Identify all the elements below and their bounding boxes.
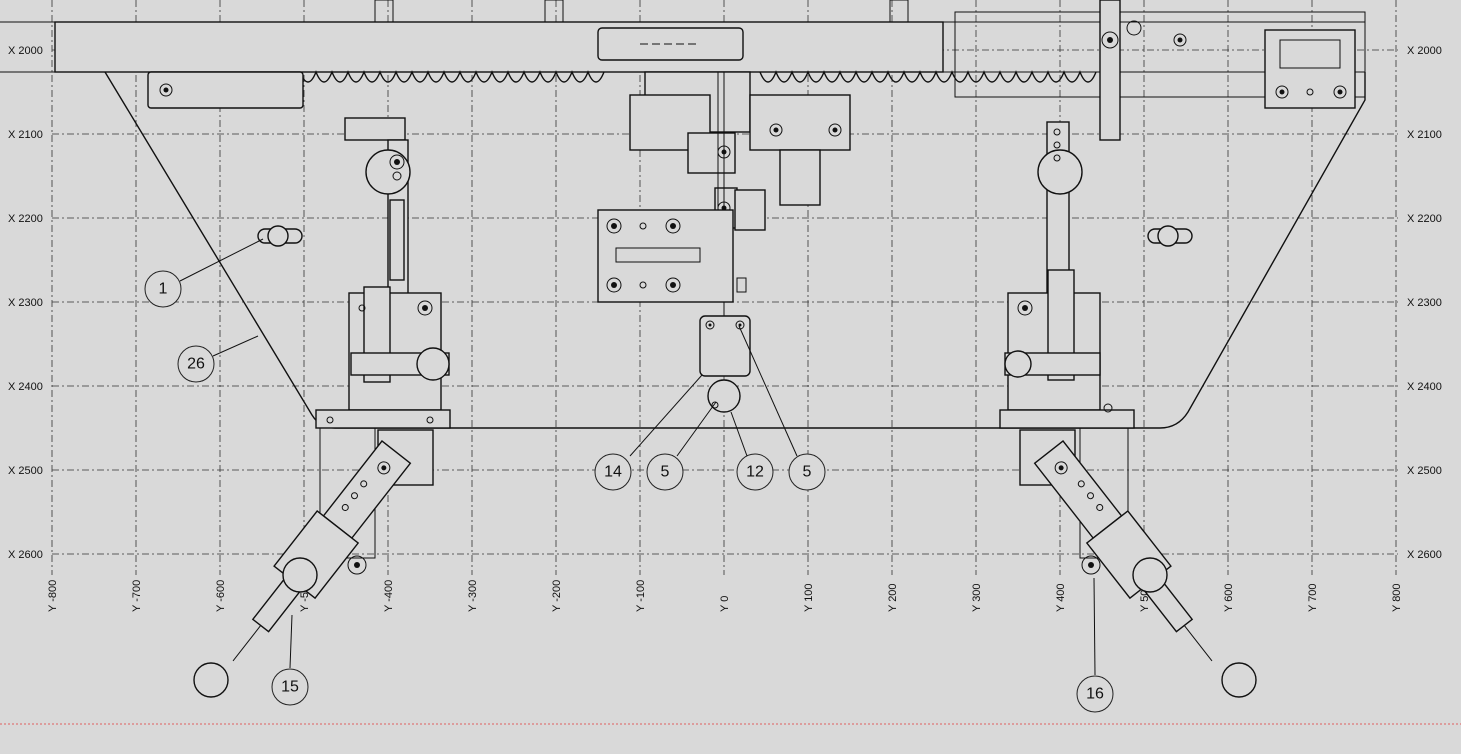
balloon-14: 14	[594, 453, 632, 491]
balloon-26: 26	[177, 345, 215, 383]
balloon-5-right: 5	[788, 453, 826, 491]
balloon-15: 15	[271, 668, 309, 706]
grid-label-y: Y -400	[383, 580, 395, 612]
grid-label-y: Y -100	[635, 580, 647, 612]
balloon-12: 12	[736, 453, 774, 491]
left-clamp-column	[315, 117, 451, 559]
slot-locators	[257, 225, 1193, 247]
grid-label-y: Y 400	[1055, 583, 1067, 612]
grid-label-x: X 2300	[1407, 297, 1442, 309]
right-toggle-clamp	[1019, 429, 1257, 698]
grid-label-x: X 2100	[1407, 129, 1442, 141]
balloon-5-left: 5	[646, 453, 684, 491]
balloon-label: 12	[746, 464, 764, 481]
balloon-label: 16	[1086, 686, 1104, 703]
grid-label-x: X 2100	[8, 129, 43, 141]
grid-label-x: X 2600	[1407, 549, 1442, 561]
grid-label-y: Y 700	[1307, 583, 1319, 612]
top-beam	[54, 0, 1366, 109]
grid-label-x: X 2500	[1407, 465, 1442, 477]
grid-label-x: X 2600	[8, 549, 43, 561]
grid-label-x: X 2400	[1407, 381, 1442, 393]
grid-label-y: Y -300	[467, 580, 479, 612]
grid-label-x: X 2200	[8, 213, 43, 225]
grid-label-x: X 2300	[8, 297, 43, 309]
grid-label-x: X 2000	[1407, 45, 1442, 57]
grid-label-x: X 2200	[1407, 213, 1442, 225]
left-toggle-clamp	[193, 429, 434, 698]
grid-label-y: Y 300	[971, 583, 983, 612]
grid-label-y: Y 200	[887, 583, 899, 612]
balloon-label: 5	[661, 464, 670, 481]
grid-label-y: Y 600	[1223, 583, 1235, 612]
balloon-16: 16	[1076, 675, 1114, 713]
balloon-label: 15	[281, 679, 299, 696]
balloon-label: 14	[604, 464, 622, 481]
grid-label-x: X 2500	[8, 465, 43, 477]
grid-label-x: X 2000	[8, 45, 43, 57]
balloon-label: 1	[159, 281, 168, 298]
grid-label-y: Y -600	[215, 580, 227, 612]
leader-lines	[179, 238, 1096, 676]
grid-label-y: Y 100	[803, 583, 815, 612]
grid-label-y: Y -700	[131, 580, 143, 612]
balloon-label: 26	[187, 356, 205, 373]
balloon-label: 5	[803, 464, 812, 481]
center-column	[597, 71, 851, 413]
grid-label-y: Y 0	[719, 596, 731, 612]
balloon-1: 1	[144, 270, 182, 308]
grid-label-y: Y -200	[551, 580, 563, 612]
grid-label-y: Y 800	[1391, 583, 1403, 612]
grid-label-y: Y -800	[47, 580, 59, 612]
grid-label-x: X 2400	[8, 381, 43, 393]
